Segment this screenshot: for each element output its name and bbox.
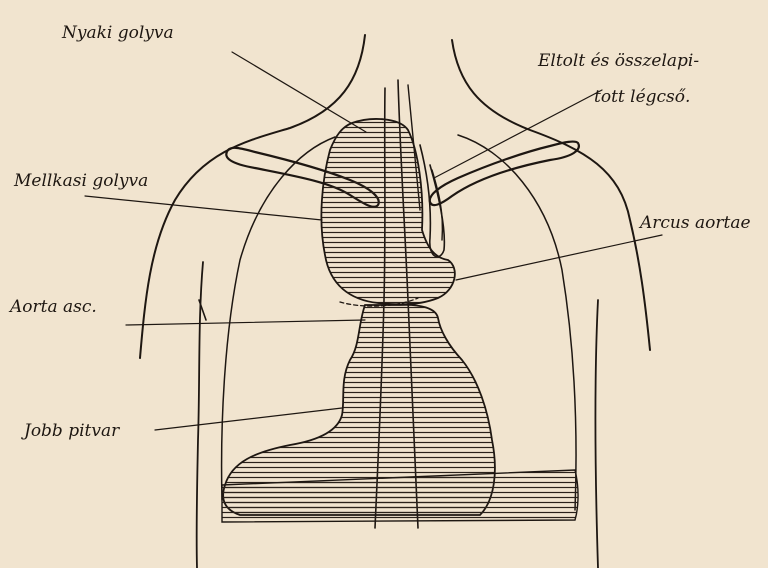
label-aortic-arch: Arcus aortae [638, 213, 751, 233]
thoracic-goiter-shape [321, 119, 454, 304]
label-ascending-aorta: Aorta asc. [8, 297, 97, 317]
label-right-atrium: Jobb pitvar [21, 421, 120, 441]
label-neck-goiter: Nyaki golyva [61, 23, 174, 43]
label-displaced-trachea-line1: Eltolt és összelapi- [537, 51, 699, 71]
label-thoracic-goiter: Mellkasi golyva [13, 171, 148, 191]
label-displaced-trachea-line2: tott légcső. [594, 87, 690, 107]
heart-and-goiter-silhouette [222, 119, 578, 522]
